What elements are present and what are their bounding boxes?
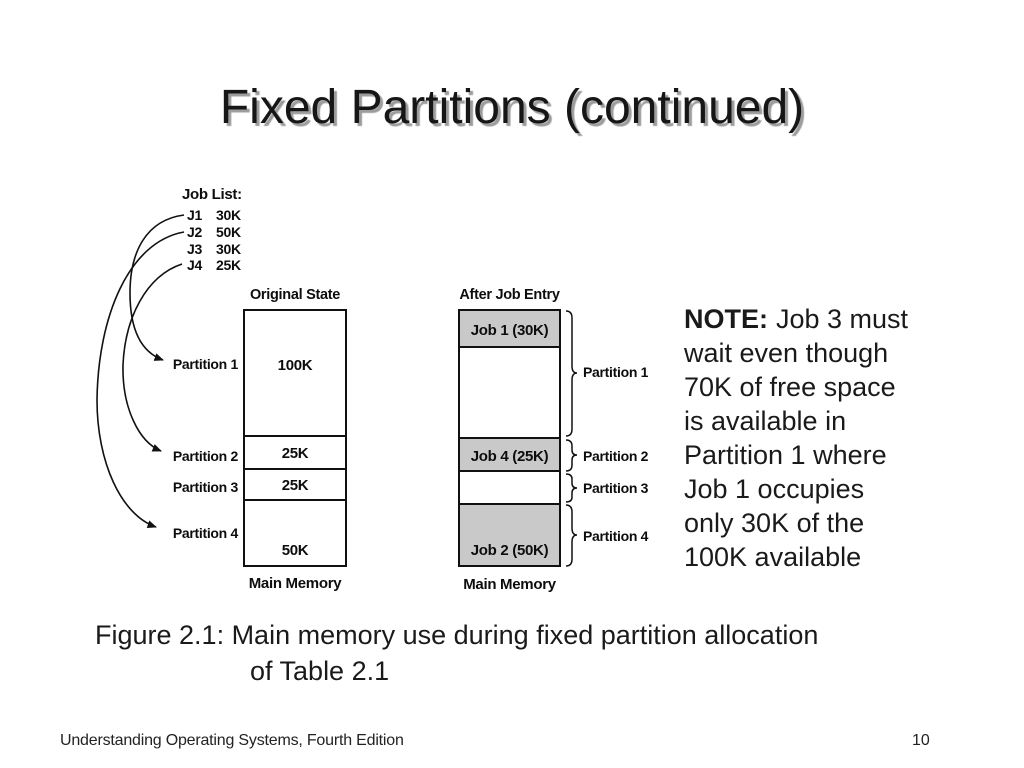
note-block: NOTE: Job 3 must wait even though 70K of … — [684, 302, 954, 574]
note-label: NOTE: — [684, 304, 768, 334]
partition-1-label-right: Partition 1 — [583, 364, 649, 380]
footer-page-number: 10 — [912, 732, 930, 749]
partition-3-label-right: Partition 3 — [583, 480, 649, 496]
job-size: 30K — [216, 207, 241, 223]
job-list-row-j4: J4 25K — [187, 257, 251, 273]
note-line: 70K of free space — [684, 372, 896, 402]
job-1-block: Job 1 (30K) — [460, 311, 559, 348]
partition-4-size: 50K — [281, 542, 309, 559]
job-2-label: Job 2 (50K) — [470, 542, 549, 559]
partition-3-label-left: Partition 3 — [172, 479, 238, 495]
job-size: 25K — [216, 257, 241, 273]
job-size: 50K — [216, 224, 241, 240]
job-size: 30K — [216, 241, 241, 257]
partition-4-cell: 50K — [245, 501, 345, 565]
partition-1-size: 100K — [277, 357, 313, 374]
partition-2-label-right: Partition 2 — [583, 448, 649, 464]
job-4-block: Job 4 (25K) — [460, 437, 559, 472]
job-2-block: Job 2 (50K) — [460, 503, 559, 565]
partition-3-size: 25K — [281, 477, 309, 494]
partition-2-label-left: Partition 2 — [172, 448, 238, 464]
partition-4-label-left: Partition 4 — [172, 525, 238, 541]
job-id: J2 — [187, 224, 202, 240]
main-memory-label-left: Main Memory — [248, 575, 342, 592]
figure-caption-line2: of Table 2.1 — [250, 656, 390, 686]
note-line: wait even though — [684, 338, 889, 368]
job-list-row-j1: J1 30K — [187, 207, 251, 223]
job-4-label: Job 4 (25K) — [470, 448, 549, 465]
slide-title: Fixed Partitions (continued) — [219, 81, 805, 134]
partition-1-cell: 100K — [245, 311, 345, 437]
partition-2-size: 25K — [281, 445, 309, 462]
brace-partition-2 — [565, 439, 578, 472]
note-line: only 30K of the — [684, 508, 865, 538]
note-line: 100K available — [684, 542, 862, 572]
partition-3-cell: 25K — [245, 470, 345, 501]
original-state-memory-box: 100K 25K 25K 50K — [243, 309, 347, 567]
note-line: Job 1 occupies — [684, 474, 865, 504]
after-job-entry-memory-box: Job 1 (30K) Job 4 (25K) Job 2 (50K) — [458, 309, 561, 567]
footer-book-title: Understanding Operating Systems, Fourth … — [60, 732, 404, 749]
job-list-header: Job List: — [182, 186, 242, 203]
partition-4-label-right: Partition 4 — [583, 528, 649, 544]
main-memory-label-right: Main Memory — [463, 576, 556, 593]
note-line: NOTE: Job 3 must — [684, 302, 954, 336]
job-list-row-j3: J3 30K — [187, 241, 251, 257]
brace-partition-4 — [565, 504, 578, 567]
partition-2-cell: 25K — [245, 437, 345, 470]
original-state-header: Original State — [249, 287, 341, 303]
job-id: J4 — [187, 257, 202, 273]
note-line: Partition 1 where — [684, 440, 887, 470]
free-space-partition-3 — [460, 472, 559, 503]
job-id: J3 — [187, 241, 202, 257]
brace-partition-3 — [565, 473, 578, 503]
after-job-entry-header: After Job Entry — [459, 287, 560, 303]
arrow-j1-to-partition1 — [129, 214, 185, 361]
note-line: is available in — [684, 406, 847, 436]
brace-partition-1 — [565, 310, 578, 437]
partition-1-label-left: Partition 1 — [172, 356, 238, 372]
figure-caption-line1: Figure 2.1: Main memory use during fixed… — [95, 620, 819, 650]
free-space-partition-1 — [460, 348, 559, 437]
job-id: J1 — [187, 207, 202, 223]
job-list-row-j2: J2 50K — [187, 224, 251, 240]
job-1-label: Job 1 (30K) — [470, 322, 549, 339]
note-text: Job 3 must — [776, 304, 909, 334]
